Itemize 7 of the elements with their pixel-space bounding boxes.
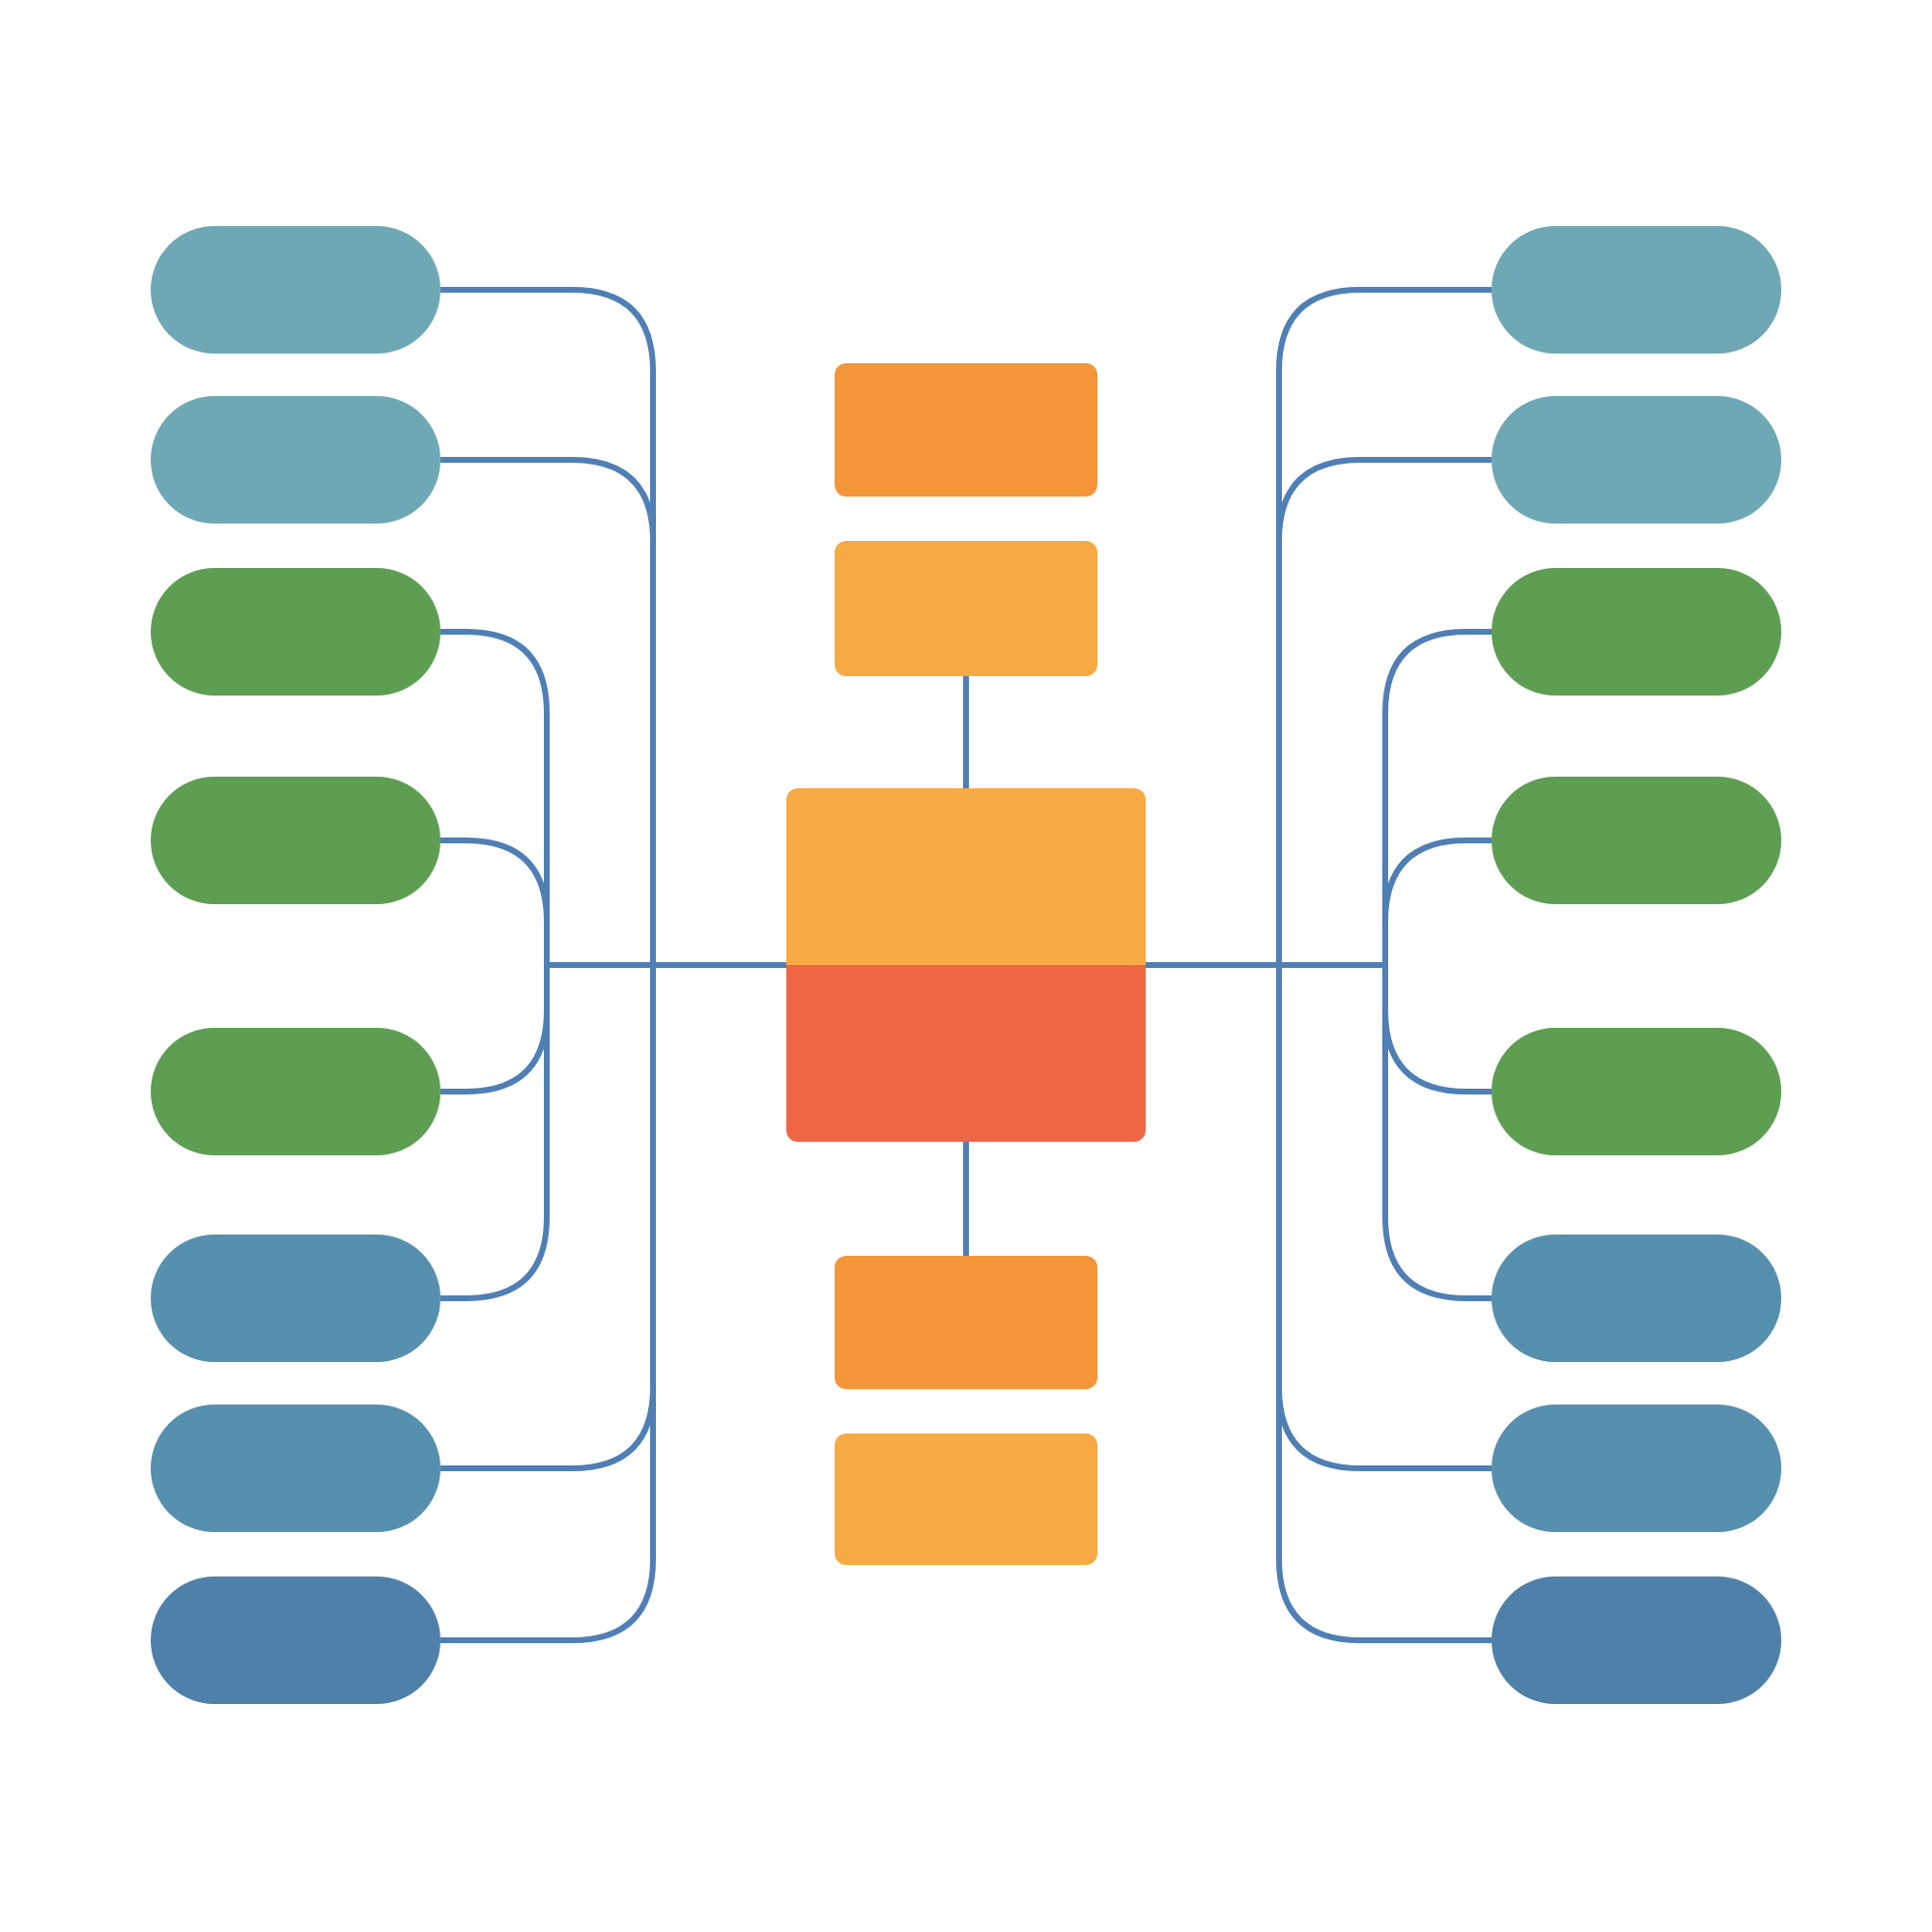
rectangle-block	[835, 1256, 1097, 1389]
rectangle-block	[835, 541, 1097, 676]
rectangle-block	[786, 788, 1146, 1142]
connector-line	[963, 676, 969, 788]
rectangle-block	[835, 363, 1097, 497]
connector-line	[963, 1142, 969, 1256]
rectangle-block	[835, 1434, 1097, 1565]
